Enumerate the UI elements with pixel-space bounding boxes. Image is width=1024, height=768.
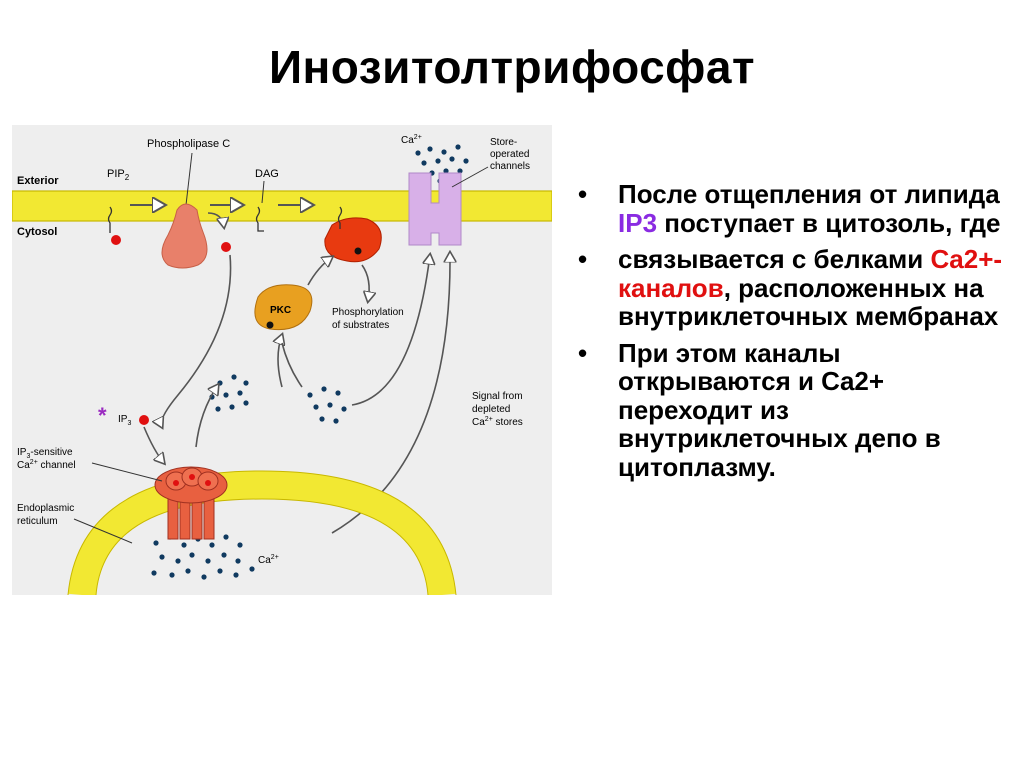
store-operated-label: Store- operated channels <box>490 137 532 172</box>
slide-title: Инозитолтрифосфат <box>268 41 756 93</box>
ca-dots-cytosol-right <box>307 386 347 424</box>
pkc-membrane-bound <box>324 217 382 263</box>
cytosol-label: Cytosol <box>17 226 57 238</box>
bullet-dot: • <box>578 337 588 368</box>
ca-dots-er <box>151 534 255 580</box>
ca2-er-label: Ca2+ <box>258 554 279 566</box>
bullet-list: • После отщепления от липида IP3 поступа… <box>570 180 1010 489</box>
pkc-label: PKC <box>270 305 291 316</box>
signaling-diagram: Exterior Cytosol PIP2 Phospholipase C DA… <box>12 125 552 595</box>
signal-label: Signal from depleted Ca2+ stores <box>472 391 525 428</box>
ip3-channel-label: IP3-sensitive Ca2+ channel <box>17 447 76 471</box>
ip3-dot <box>139 415 149 425</box>
pip2-label: PIP2 <box>107 168 130 182</box>
bullet-dot: • <box>578 179 588 209</box>
ca2-top-label: Ca2+ <box>401 134 422 146</box>
pip2-headgroup-dot <box>111 235 121 245</box>
store-operated-channel <box>408 172 462 246</box>
phosphorylation-label: Phosphorylation of substrates <box>332 307 407 331</box>
bullet-item: • связывается с белками Ca2+-каналов, ра… <box>578 244 1003 331</box>
dag-lipid <box>255 206 264 232</box>
phospholipase-c-enzyme <box>161 203 208 269</box>
dag-label: DAG <box>255 168 279 180</box>
asterisk-mark: * <box>98 403 107 428</box>
ip3-released-dot <box>221 242 231 252</box>
bullet-dot: • <box>578 244 588 274</box>
bullet-item: • При этом каналы открываются и Ca2+ пер… <box>578 337 941 482</box>
endoplasmic-reticulum <box>68 470 456 595</box>
pkc-enzyme <box>254 284 313 331</box>
ip3-sensitive-channel <box>154 466 228 540</box>
pip2-lipid <box>107 206 113 233</box>
phospholipase-c-label: Phospholipase C <box>147 138 230 150</box>
exterior-label: Exterior <box>17 175 59 187</box>
bullet-item: • После отщепления от липида IP3 поступа… <box>578 179 1001 238</box>
er-label: Endoplasmic reticulum <box>17 503 77 527</box>
ip3-label: IP3 <box>118 414 131 427</box>
